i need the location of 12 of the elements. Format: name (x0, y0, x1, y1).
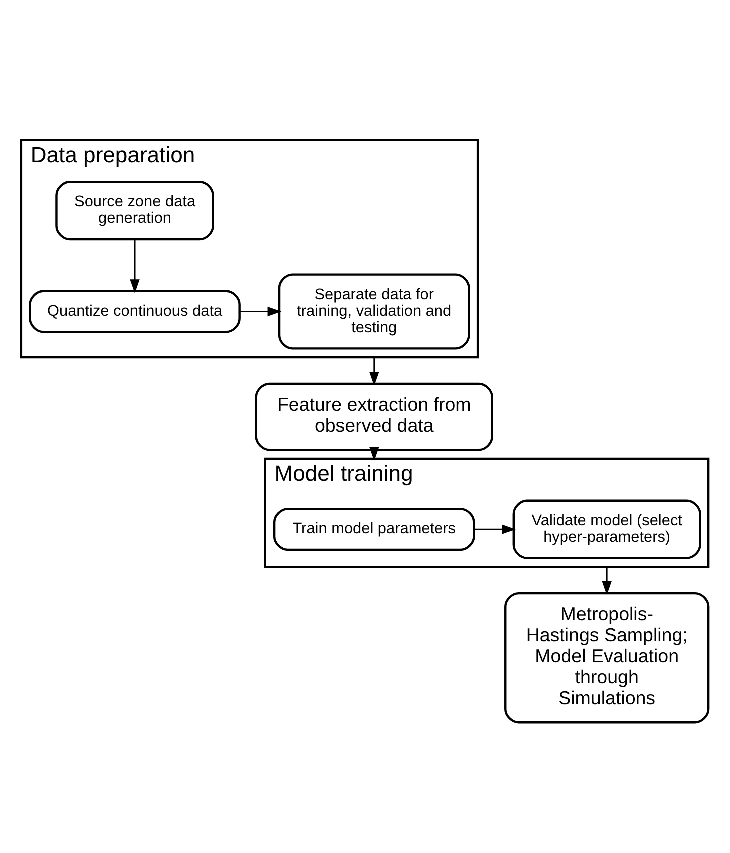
arrow (370, 446, 380, 461)
node-box: Metropolis-Hastings Sampling; Model Evaluation through Simulations (504, 592, 710, 724)
node-box: Train model parameters (273, 508, 476, 551)
node-box: Separate data for training, validation and testing (278, 273, 470, 350)
arrow (602, 566, 612, 595)
arrow (240, 306, 282, 316)
node-box: Source zone data generation (56, 180, 214, 240)
arrow (130, 239, 140, 293)
node-box: Quantize continuous data (29, 290, 241, 333)
arrow (474, 524, 516, 534)
arrow (370, 357, 380, 386)
node-box: Validate model (select hyper-parameters) (512, 499, 702, 559)
